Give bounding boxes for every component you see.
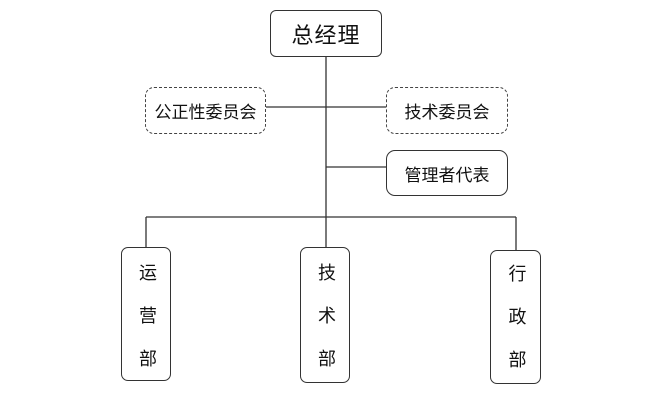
management-representative-box: 管理者代表 <box>386 150 508 196</box>
technical-committee-box: 技术委员会 <box>386 87 508 134</box>
operations-department-box: 运营部 <box>121 247 171 392</box>
technology-department-label: 技术部 <box>315 263 336 392</box>
technology-department-box: 技术部 <box>300 247 350 392</box>
operations-department-label: 运营部 <box>136 263 157 392</box>
technical-committee-label: 技术委员会 <box>404 103 490 123</box>
general-manager-label: 总经理 <box>291 23 361 49</box>
management-representative-label: 管理者代表 <box>404 165 490 186</box>
impartiality-committee-label: 公正性委员会 <box>154 103 257 123</box>
administration-department-label: 行政部 <box>505 264 527 393</box>
administration-department-box: 行政部 <box>490 250 541 393</box>
general-manager-box: 总经理 <box>270 10 382 57</box>
impartiality-committee-box: 公正性委员会 <box>145 87 266 134</box>
